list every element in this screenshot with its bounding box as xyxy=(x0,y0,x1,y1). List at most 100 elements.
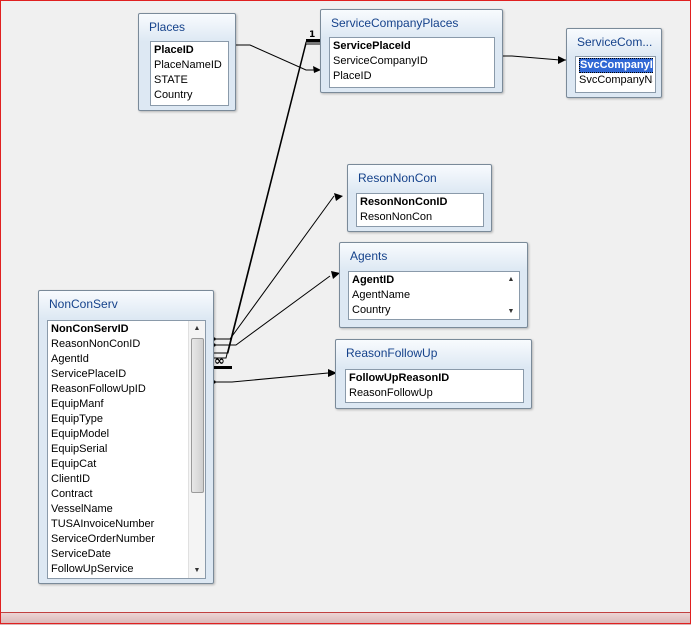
scroll-up-arrow-icon[interactable]: ▲ xyxy=(193,325,201,332)
field-row[interactable]: ReasonFollowUpID xyxy=(50,382,187,397)
field-name: PlaceNameID xyxy=(154,59,222,71)
primary-key-field: ResonNonConID xyxy=(360,196,448,208)
field-name: FollowUpService xyxy=(51,563,134,575)
primary-key-field: AgentID xyxy=(352,274,395,286)
primary-key-field: NonConServID xyxy=(51,323,129,335)
field-row[interactable]: AgentID xyxy=(351,273,501,288)
field-row[interactable]: Country xyxy=(153,88,226,103)
field-row[interactable]: SvcCompanyNa xyxy=(578,73,653,88)
scroll-down-arrow-icon[interactable]: ▼ xyxy=(507,308,515,315)
field-name: ClientID xyxy=(51,473,91,485)
field-row[interactable]: FollowUpService xyxy=(50,562,187,577)
field-row[interactable]: EquipCat xyxy=(50,457,187,472)
table-reson-non-con-field-list[interactable]: ResonNonConID ResonNonCon xyxy=(356,193,484,227)
field-row[interactable]: ServicePlaceId xyxy=(332,39,492,54)
field-row[interactable]: PlaceID xyxy=(153,43,226,58)
window-bottom-edge xyxy=(0,612,691,625)
table-reason-follow-up-title: ReasonFollowUp xyxy=(346,346,438,360)
field-name: ServiceOrderNumber xyxy=(51,533,155,545)
field-name: AgentName xyxy=(352,289,411,301)
field-row[interactable]: STATE xyxy=(153,73,226,88)
field-row[interactable]: PlaceNameID xyxy=(153,58,226,73)
primary-key-field: PlaceID xyxy=(154,44,194,56)
field-row[interactable]: AgentId xyxy=(50,352,187,367)
scroll-up-arrow-icon[interactable]: ▲ xyxy=(507,276,515,283)
field-row[interactable]: ServiceCompanyID xyxy=(332,54,492,69)
field-name: STATE xyxy=(154,74,188,86)
field-row[interactable]: AgentName xyxy=(351,288,501,303)
rel-nonconserv-resonnoncon xyxy=(214,195,335,340)
field-row[interactable]: ResonNonCon xyxy=(359,210,481,225)
field-name: PlaceID xyxy=(333,70,372,82)
selected-field-highlight: SvcCompanyID xyxy=(579,58,653,73)
field-name: SvcCompanyNa xyxy=(579,74,653,86)
field-name: ResonNonCon xyxy=(360,211,433,223)
field-name: EquipModel xyxy=(51,428,110,440)
table-non-con-serv[interactable]: NonConServ NonConServID ReasonNonConID Age… xyxy=(38,290,214,584)
field-name: VesselName xyxy=(51,503,113,515)
cardinality-one-label: 1 xyxy=(309,30,315,40)
rel-nonconserv-reasonfollowup xyxy=(214,372,329,383)
table-non-con-serv-title: NonConServ xyxy=(49,297,118,311)
table-agents-title: Agents xyxy=(350,249,388,263)
field-row[interactable]: Country xyxy=(351,303,501,318)
field-row[interactable]: FollowUpReasonID xyxy=(348,371,521,386)
field-name: Contract xyxy=(51,488,93,500)
rel-nonconserv-agents xyxy=(214,275,331,346)
field-name: ReasonFollowUpID xyxy=(51,383,146,395)
field-name: EquipSerial xyxy=(51,443,108,455)
field-name: AgentId xyxy=(51,353,89,365)
field-row[interactable]: VesselName xyxy=(50,502,187,517)
field-row[interactable]: NonConServID xyxy=(50,322,187,337)
scroll-down-arrow-icon[interactable]: ▼ xyxy=(193,567,201,574)
field-row[interactable]: EquipManf xyxy=(50,397,187,412)
field-name: Country xyxy=(154,89,193,101)
primary-key-field: SvcCompanyID xyxy=(578,58,653,73)
table-non-con-serv-scrollbar[interactable]: ▲ ▼ xyxy=(188,321,205,578)
field-name: Country xyxy=(352,304,391,316)
field-row[interactable]: ServiceOrderNumber xyxy=(50,532,187,547)
rel-servicecompanyplaces-servicecompany xyxy=(496,55,566,61)
primary-key-field: FollowUpReasonID xyxy=(349,372,450,384)
field-row[interactable]: ReasonFollowUp xyxy=(348,386,521,401)
field-row[interactable]: ResonNonConID xyxy=(359,195,481,210)
field-row[interactable]: PlaceID xyxy=(332,69,492,84)
table-service-company-places-title: ServiceCompanyPlaces xyxy=(331,16,459,30)
field-row[interactable]: ClientID xyxy=(50,472,187,487)
scrollbar-thumb[interactable] xyxy=(191,338,204,493)
field-row[interactable]: EquipSerial xyxy=(50,442,187,457)
field-name: ReasonFollowUp xyxy=(349,387,433,399)
field-name: TUSAInvoiceNumber xyxy=(51,518,155,530)
table-reason-follow-up-field-list[interactable]: FollowUpReasonID ReasonFollowUp xyxy=(345,369,524,403)
table-places-field-list[interactable]: PlaceID PlaceNameID STATE Country xyxy=(150,41,229,106)
primary-key-field: ServicePlaceId xyxy=(333,40,411,52)
field-row[interactable]: EquipType xyxy=(50,412,187,427)
field-name: EquipManf xyxy=(51,398,104,410)
table-reson-non-con[interactable]: ResonNonCon ResonNonConID ResonNonCon xyxy=(347,164,492,232)
field-row[interactable]: ServiceDate xyxy=(50,547,187,562)
field-row[interactable]: EquipModel xyxy=(50,427,187,442)
field-name: ReasonNonConID xyxy=(51,338,141,350)
field-row[interactable]: SvcCompanyID xyxy=(578,58,653,73)
field-row[interactable]: ServicePlaceID xyxy=(50,367,187,382)
field-name: ServicePlaceID xyxy=(51,368,127,380)
table-service-company-title: ServiceCom... xyxy=(577,35,653,49)
table-reson-non-con-title: ResonNonCon xyxy=(358,171,437,185)
table-agents-scrollbar[interactable]: ▲ ▼ xyxy=(503,272,519,319)
field-name: ServiceDate xyxy=(51,548,111,560)
table-reason-follow-up[interactable]: ReasonFollowUp FollowUpReasonID ReasonFol… xyxy=(335,339,532,409)
table-places-title: Places xyxy=(149,20,186,34)
field-row[interactable]: Contract xyxy=(50,487,187,502)
rel-places-servicecompanyplaces xyxy=(229,44,321,71)
table-places[interactable]: Places PlaceID PlaceNameID STATE Country xyxy=(138,13,236,111)
field-row[interactable]: ReasonNonConID xyxy=(50,337,187,352)
field-row[interactable]: TUSAInvoiceNumber xyxy=(50,517,187,532)
